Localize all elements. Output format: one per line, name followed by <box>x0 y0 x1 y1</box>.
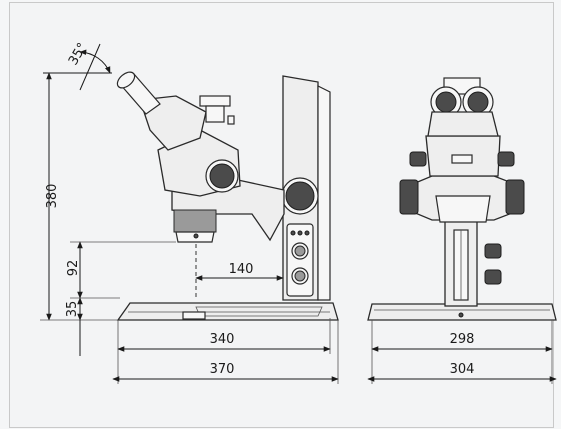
base-depth-label: 340 <box>210 332 235 347</box>
height-total-label: 380 <box>45 184 60 209</box>
front-view-microscope <box>367 77 557 321</box>
angle-label: 35° <box>66 41 91 68</box>
total-depth-label: 370 <box>210 362 235 377</box>
base-width-label: 298 <box>450 332 475 347</box>
side-view-microscope <box>116 71 339 321</box>
height-mid-label: 92 <box>66 260 81 277</box>
total-width-label: 304 <box>450 362 475 377</box>
height-base-label: 35 <box>65 301 80 318</box>
reach-label: 140 <box>229 262 254 277</box>
dimension-lines <box>40 43 557 384</box>
